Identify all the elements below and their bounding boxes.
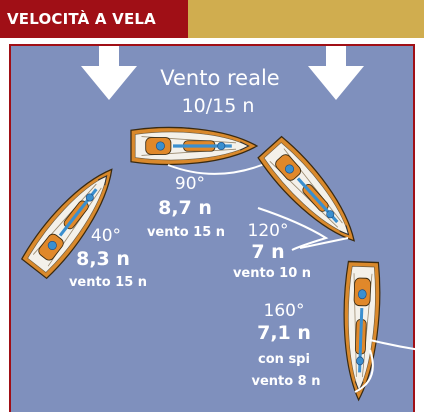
boat-120-speed: 7 n bbox=[251, 241, 285, 263]
boat-160-wind: vento 8 n bbox=[251, 374, 321, 389]
boat-160-icon bbox=[339, 259, 383, 403]
boat-160-angle: 160° bbox=[263, 301, 305, 321]
boat-120-angle: 120° bbox=[247, 221, 289, 241]
boat-40-wind: vento 15 n bbox=[68, 275, 148, 290]
spinnaker-160-icon bbox=[354, 339, 421, 393]
wind-arrow-right-icon bbox=[308, 46, 364, 100]
boat-160-extra: con spi bbox=[258, 352, 310, 367]
boat-40-speed: 8,3 n bbox=[76, 248, 130, 270]
wind-speed: 10/15 n bbox=[181, 95, 255, 117]
boat-120-wind: vento 10 n bbox=[232, 266, 312, 281]
boat-90-angle: 90° bbox=[174, 174, 206, 194]
header-title: VELOCITÀ A VELA bbox=[7, 10, 156, 28]
header-title-band bbox=[0, 0, 188, 38]
header-bar: VELOCITÀ A VELA bbox=[0, 0, 424, 38]
boat-90-wind: vento 15 n bbox=[146, 225, 226, 240]
boat-90-icon bbox=[129, 125, 259, 167]
boat-90-speed: 8,7 n bbox=[158, 197, 212, 219]
wind-arrow-left-icon bbox=[81, 46, 137, 100]
sail-120-icon bbox=[257, 207, 329, 251]
boat-40-angle: 40° bbox=[90, 226, 122, 246]
boom-120-icon bbox=[299, 237, 349, 249]
wind-title: Vento reale bbox=[160, 66, 280, 90]
boat-160-speed: 7,1 n bbox=[257, 322, 311, 344]
